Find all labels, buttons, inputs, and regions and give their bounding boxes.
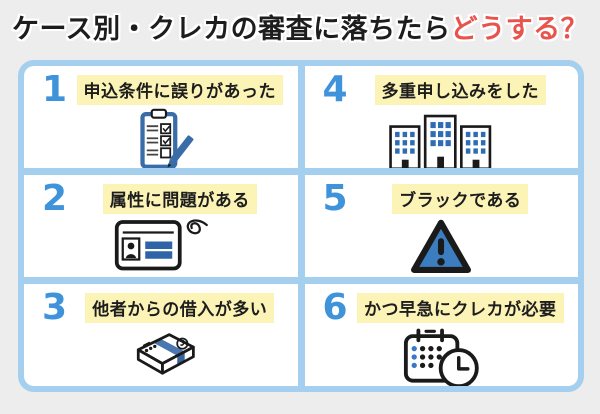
case-number: 1 — [42, 69, 68, 110]
case-label: かつ早急にクレカが必要 — [357, 293, 564, 323]
case-cell-3-header: 3 他者からの借入が多い — [24, 287, 298, 328]
case-cell-6: 6 かつ早急にクレカが必要 — [304, 284, 579, 386]
title-accent: どうする？ — [450, 14, 589, 45]
case-number: 3 — [42, 287, 68, 328]
buildings-icon — [305, 107, 579, 168]
case-number: 2 — [42, 178, 68, 219]
case-label: 属性に問題がある — [102, 184, 257, 214]
case-cell-1: 1 申込条件に誤りがあった — [24, 66, 298, 168]
case-cell-2-header: 2 属性に問題がある — [24, 178, 298, 219]
id-card-icon — [24, 216, 298, 277]
case-cell-4-header: 4 多重申し込みをした — [305, 69, 579, 110]
case-cell-5: 5 ブラックである — [304, 175, 579, 277]
calendar-clock-icon — [305, 325, 579, 386]
page-title: ケース別・クレカの審査に落ちたらどうする？ — [12, 14, 600, 46]
clipboard-checklist-icon — [24, 107, 298, 168]
case-cell-6-header: 6 かつ早急にクレカが必要 — [305, 287, 579, 328]
case-label: 多重申し込みをした — [374, 75, 546, 105]
case-grid: 1 申込条件に誤りがあった — [18, 60, 584, 392]
case-label: 他者からの借入が多い — [85, 293, 275, 323]
title-main: ケース別・クレカの審査に落ちたら — [12, 14, 451, 45]
case-cell-3: 3 他者からの借入が多い — [24, 284, 298, 386]
money-bundle-icon — [24, 325, 298, 386]
case-label: ブラックである — [392, 184, 529, 214]
case-number: 6 — [322, 287, 348, 328]
case-number: 5 — [322, 178, 348, 219]
case-label: 申込条件に誤りがあった — [76, 75, 283, 105]
case-cell-1-header: 1 申込条件に誤りがあった — [24, 69, 298, 110]
case-cell-2: 2 属性に問題がある — [24, 175, 298, 277]
case-cell-4: 4 多重申し込みをした — [304, 66, 579, 168]
case-cell-5-header: 5 ブラックである — [305, 178, 579, 219]
warning-triangle-icon — [305, 216, 579, 277]
case-number: 4 — [322, 69, 348, 110]
